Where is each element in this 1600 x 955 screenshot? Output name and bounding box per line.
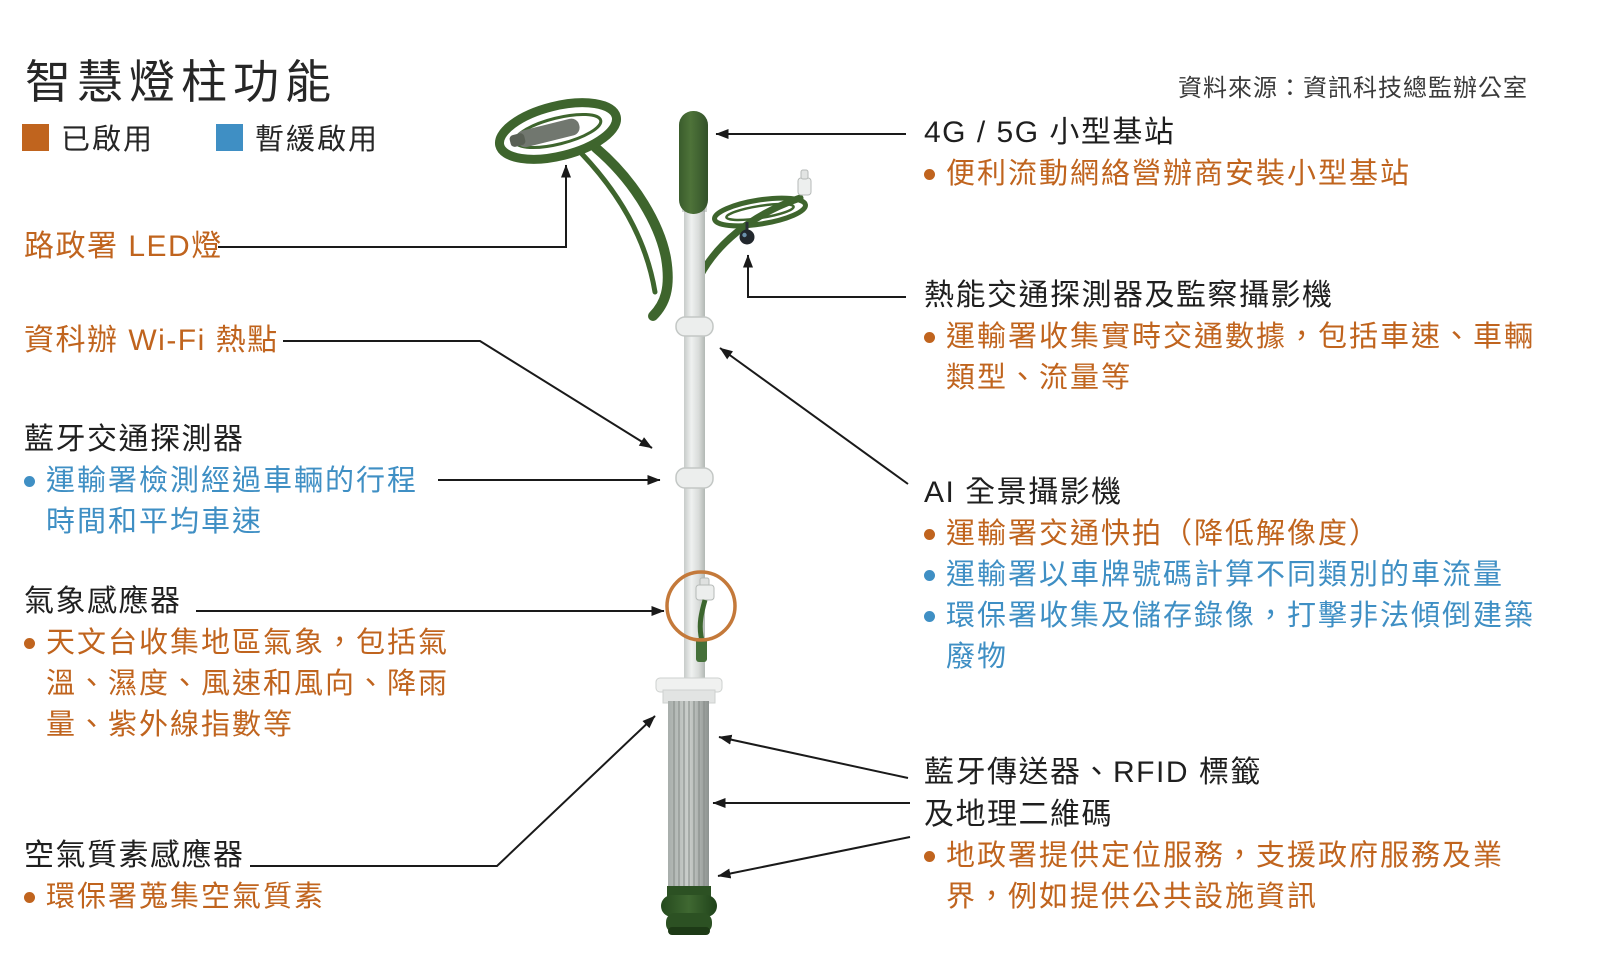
source-note: 資料來源：資訊科技總監辦公室 <box>1178 75 1528 102</box>
label-small-cell: 4G / 5G 小型基站 <box>924 116 1176 149</box>
section-rfid-geo: 藍牙傳送器、RFID 標籤 及地理二維碼 地政署提供定位服務，支援政府服務及業界… <box>924 752 1518 918</box>
label-led: 路政署 LED燈 <box>24 230 223 263</box>
small-cell-cap-icon <box>679 111 708 214</box>
legend: 已啟用 暫緩啟用 <box>22 116 379 158</box>
connector-arrows <box>196 129 911 879</box>
bullet-dot-icon <box>924 611 935 622</box>
bullet-item: 環保署蒐集空氣質素 <box>24 877 325 918</box>
legend-suspended-swatch <box>216 123 244 151</box>
bullet-dot-icon <box>24 476 35 487</box>
label-wifi: 資科辦 Wi-Fi 熱點 <box>24 324 279 357</box>
bullet-dot-icon <box>924 570 935 581</box>
section-air-quality: 空氣質素感應器 環保署蒐集空氣質素 <box>24 835 325 918</box>
pole-collar-upper <box>675 316 714 337</box>
bullet-item: 運輸署以車牌號碼計算不同類別的車流量 <box>924 555 1546 596</box>
arrow-rfid-top <box>718 734 909 779</box>
label-ai-camera: AI 全景攝影機 <box>924 476 1123 509</box>
legend-suspended-label: 暫緩啟用 <box>255 124 380 156</box>
bullet-item: 地政署提供定位服務，支援政府服務及業界，例如提供公共設施資訊 <box>924 836 1518 918</box>
section-bluetooth-detector: 藍牙交通探測器 運輸署檢測經過車輛的行程時間和平均車速 <box>24 419 431 543</box>
bullet-item: 運輸署檢測經過車輛的行程時間和平均車速 <box>24 461 431 543</box>
arrow-led <box>218 164 571 248</box>
legend-activated-swatch <box>22 123 49 151</box>
bullet-item: 運輸署交通快拍（降低解像度） <box>924 514 1546 555</box>
bullet-item: 運輸署收集實時交通數據，包括車速、車輛類型、流量等 <box>924 317 1546 399</box>
bullet-item: 天文台收集地區氣象，包括氣溫、濕度、風速和風向、降雨量、紫外線指數等 <box>24 623 458 746</box>
thermal-camera-arm-icon <box>696 169 812 280</box>
arrow-rfid-bottom <box>717 836 911 879</box>
weather-sensor-icon <box>695 577 715 662</box>
label-weather-sensor: 氣象感應器 <box>24 585 182 618</box>
label-bluetooth-detector: 藍牙交通探測器 <box>24 423 245 456</box>
arrow-ai-camera <box>719 347 909 485</box>
arrow-wifi <box>283 340 653 449</box>
bullet-dot-icon <box>924 529 935 540</box>
section-thermal-detector: 熱能交通探測器及監察攝影機 運輸署收集實時交通數據，包括車速、車輛類型、流量等 <box>924 275 1546 399</box>
led-lamp-arm-icon <box>494 98 673 321</box>
arrow-thermal <box>743 254 906 298</box>
bullet-dot-icon <box>924 851 935 862</box>
pole-base-icon <box>661 886 717 935</box>
arrow-air-quality <box>250 715 656 867</box>
section-small-cell: 4G / 5G 小型基站 便利流動網絡營辦商安裝小型基站 <box>924 112 1411 195</box>
section-ai-camera: AI 全景攝影機 運輸署交通快拍（降低解像度） 運輸署以車牌號碼計算不同類別的車… <box>924 472 1546 678</box>
label-rfid-line2: 及地理二維碼 <box>924 798 1113 831</box>
bullet-item: 環保署收集及儲存錄像，打擊非法傾倒建築廢物 <box>924 596 1546 678</box>
bullet-dot-icon <box>924 332 935 343</box>
bullet-item: 便利流動網絡營辦商安裝小型基站 <box>924 154 1411 195</box>
label-rfid-line1: 藍牙傳送器、RFID 標籤 <box>924 756 1262 789</box>
section-weather-sensor: 氣象感應器 天文台收集地區氣象，包括氣溫、濕度、風速和風向、降雨量、紫外線指數等 <box>24 581 458 746</box>
bullet-dot-icon <box>24 892 35 903</box>
highlight-circle <box>665 570 737 642</box>
bullet-dot-icon <box>24 638 35 649</box>
legend-activated-label: 已啟用 <box>61 124 155 156</box>
page-title: 智慧燈柱功能 <box>25 56 337 108</box>
cctv-camera-icon <box>739 229 755 245</box>
label-air-quality: 空氣質素感應器 <box>24 839 245 872</box>
label-thermal-detector: 熱能交通探測器及監察攝影機 <box>924 279 1334 312</box>
bullet-dot-icon <box>924 169 935 180</box>
pole-collar-lower <box>675 467 714 489</box>
